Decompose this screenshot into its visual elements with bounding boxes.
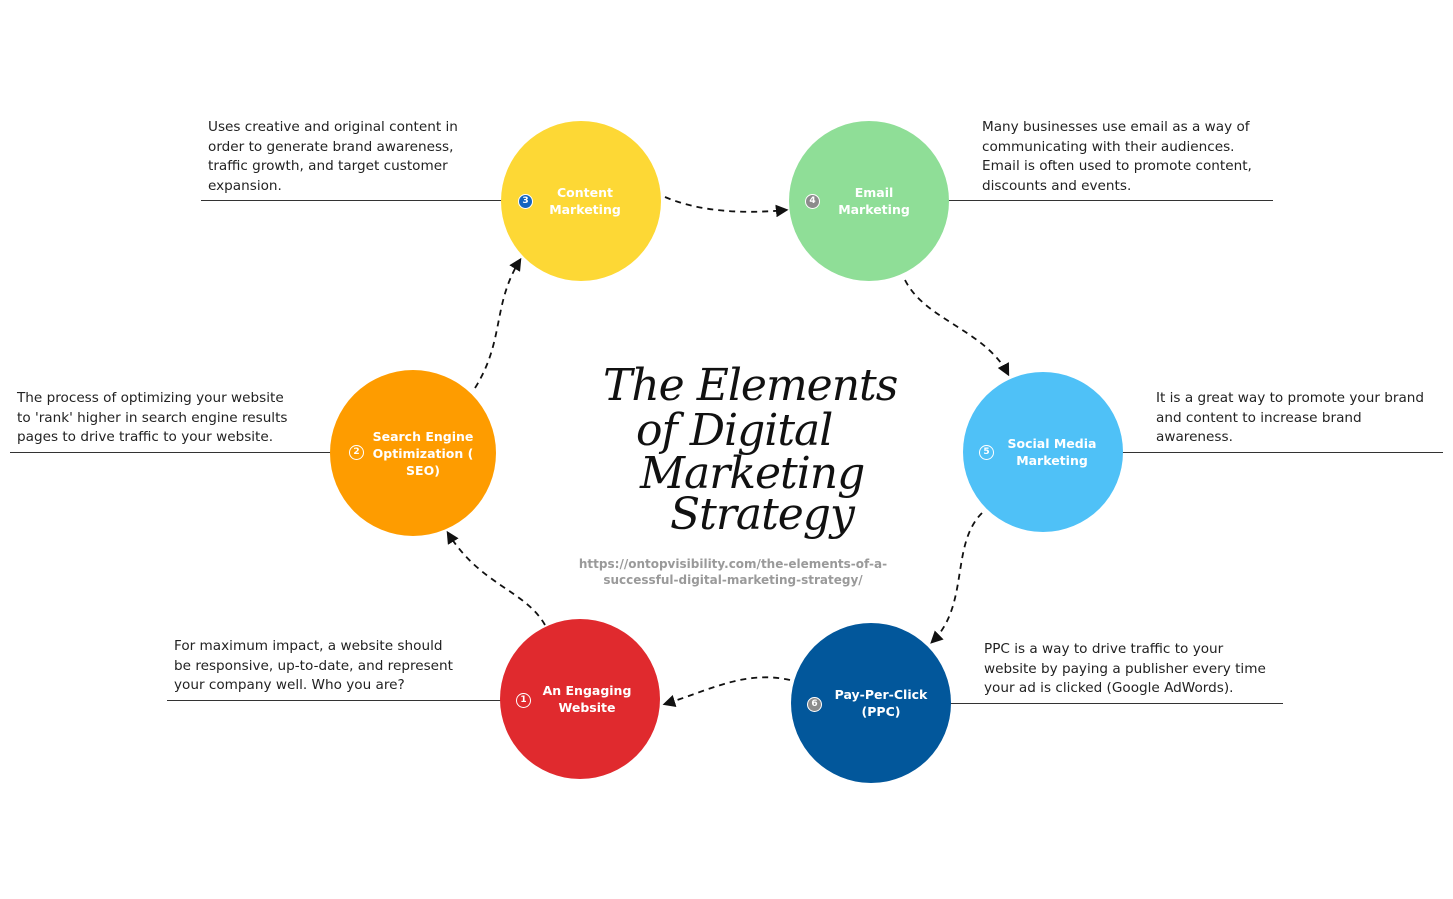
connector-6-to-1 — [662, 676, 791, 708]
description-engaging-website: For maximum impact, a website should be … — [174, 638, 453, 693]
number-badge-2: 2 — [349, 445, 364, 460]
node-label-email-marketing: Email Marketing — [838, 185, 910, 217]
node-seo: 2 Search Engine Optimization ( SEO) — [330, 370, 496, 536]
connector-5-to-6 — [930, 512, 983, 644]
number-badge-6: 6 — [807, 697, 822, 712]
node-social-media-marketing: 5 Social Media Marketing — [963, 372, 1123, 532]
title-line-2: of Digital — [636, 405, 833, 456]
description-ppc: PPC is a way to drive traffic to your we… — [984, 641, 1266, 696]
rule-social-media-marketing — [1122, 452, 1443, 453]
node-label-content-marketing: Content Marketing — [549, 185, 621, 217]
node-email-marketing: 4 Email Marketing — [789, 121, 949, 281]
node-content-marketing: 3 Content Marketing — [501, 121, 661, 281]
connector-2-to-3 — [474, 257, 522, 389]
rule-email-marketing — [948, 200, 1273, 201]
number-badge-4: 4 — [805, 194, 820, 209]
description-seo: The process of optimizing your website t… — [17, 390, 288, 445]
rule-engaging-website — [167, 700, 501, 701]
node-engaging-website: 1 An Engaging Website — [500, 619, 660, 779]
title-line-3: Marketing — [640, 448, 865, 499]
connector-1-to-2 — [446, 530, 546, 626]
description-content-marketing: Uses creative and original content in or… — [208, 119, 458, 194]
title-line-1: The Elements — [603, 360, 898, 411]
number-badge-5: 5 — [979, 445, 994, 460]
connector-4-to-5 — [904, 279, 1010, 377]
node-label-social-media-marketing: Social Media Marketing — [1007, 436, 1097, 468]
rule-ppc — [950, 703, 1283, 704]
node-label-engaging-website: An Engaging Website — [542, 683, 632, 715]
source-url: https://ontopvisibility.com/the-elements… — [578, 557, 888, 587]
rule-seo — [10, 452, 332, 453]
node-label-seo: Search Engine Optimization ( SEO) — [372, 428, 474, 478]
node-ppc: 6 Pay-Per-Click (PPC) — [791, 623, 951, 783]
title-line-4: Strategy — [670, 489, 855, 540]
number-badge-1: 1 — [516, 693, 531, 708]
description-social-media-marketing: It is a great way to promote your brand … — [1156, 390, 1425, 445]
connector-3-to-4 — [664, 196, 789, 218]
node-label-ppc: Pay-Per-Click (PPC) — [834, 687, 928, 719]
description-email-marketing: Many businesses use email as a way of co… — [982, 119, 1252, 194]
rule-content-marketing — [201, 200, 503, 201]
number-badge-3: 3 — [518, 194, 533, 209]
